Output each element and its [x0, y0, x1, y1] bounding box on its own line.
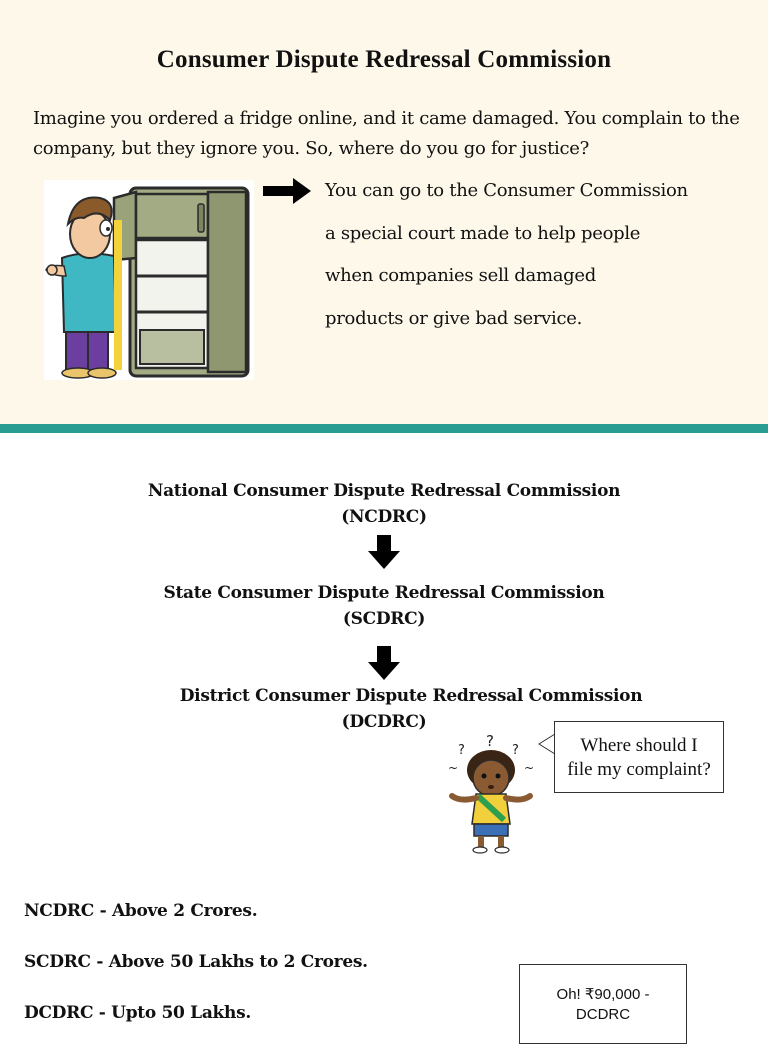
section-divider	[0, 424, 768, 433]
hierarchy-district: District Consumer Dispute Redressal Comm…	[27, 683, 768, 735]
answer-note-box: Oh! ₹90,000 - DCDRC	[519, 964, 687, 1044]
answer-line: when companies sell damaged	[325, 265, 596, 286]
hierarchy-state: State Consumer Dispute Redressal Commiss…	[0, 580, 768, 632]
answer-text: You can go to the Consumer Commission a …	[325, 176, 755, 346]
speech-bubble-line: file my complaint?	[567, 759, 711, 780]
svg-text:?: ?	[486, 732, 494, 750]
speech-bubble: Where should I file my complaint?	[554, 721, 724, 793]
hierarchy-national-name: National Consumer Dispute Redressal Comm…	[147, 481, 621, 501]
jurisdiction-list: NCDRC - Above 2 Crores. SCDRC - Above 50…	[24, 898, 368, 1051]
speech-bubble-line: Where should I	[580, 735, 698, 756]
jurisdiction-ncdrc: NCDRC - Above 2 Crores.	[24, 901, 258, 921]
answer-note-line: DCDRC	[575, 1006, 631, 1023]
svg-text:?: ?	[458, 743, 465, 758]
answer-line: products or give bad service.	[325, 307, 583, 329]
arrow-down-icon	[368, 535, 400, 569]
jurisdiction-dcdrc: DCDRC - Upto 50 Lakhs.	[24, 1003, 251, 1023]
hierarchy-district-name: District Consumer Dispute Redressal Comm…	[179, 686, 643, 706]
hierarchy-district-abbr: (DCDRC)	[341, 712, 427, 732]
svg-text:?: ?	[512, 743, 519, 758]
intro-paragraph: Imagine you ordered a fridge online, and…	[33, 108, 740, 159]
svg-text:~: ~	[524, 761, 534, 775]
hierarchy-state-name: State Consumer Dispute Redressal Commiss…	[163, 583, 605, 603]
answer-note-line: Oh! ₹90,000 -	[556, 986, 650, 1003]
arrow-down-icon	[368, 646, 400, 680]
man-at-open-fridge-illustration	[44, 180, 254, 380]
hierarchy-national: National Consumer Dispute Redressal Comm…	[0, 478, 768, 530]
answer-line: You can go to the Consumer Commission	[325, 180, 688, 201]
jurisdiction-scdrc: SCDRC - Above 50 Lakhs to 2 Crores.	[24, 952, 368, 972]
hierarchy-national-abbr: (NCDRC)	[341, 507, 427, 527]
arrow-right-icon	[263, 178, 311, 204]
confused-kid-illustration: ? ? ? ~ ~	[428, 730, 553, 855]
hierarchy-state-abbr: (SCDRC)	[342, 609, 426, 629]
page-title: Consumer Dispute Redressal Commission	[156, 46, 612, 73]
svg-text:~: ~	[448, 761, 458, 775]
answer-line: a special court made to help people	[325, 222, 641, 244]
